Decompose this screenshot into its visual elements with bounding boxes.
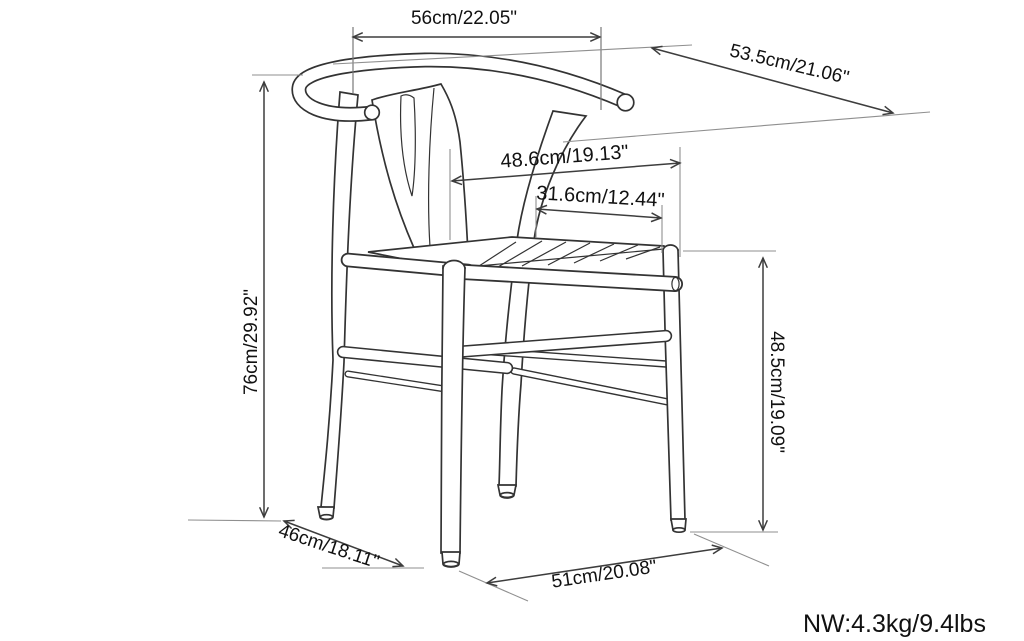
rear-stretcher: [336, 345, 514, 375]
dim-overall-height-label: 76cm/29.92": [241, 289, 262, 395]
dim-overall-depth: 53.5cm/21.06": [652, 40, 893, 113]
top-rail-left-end-cap: [363, 104, 381, 121]
top-rail-right-end-cap: [616, 93, 635, 112]
front-left-leg: [440, 265, 466, 554]
seat-weave-lines: [475, 240, 665, 269]
dim-back-inner-width: 48.6cm/19.13": [452, 141, 680, 181]
left-side-stretcher: [344, 370, 449, 393]
dim-seat-inner-width: 31.6cm/12.44": [536, 182, 665, 218]
rear-left-leg: [320, 91, 359, 509]
rear-left-foot-tip: [319, 513, 334, 521]
front-right-foot-tip: [672, 526, 686, 534]
dim-top-width-label: 56cm/22.05": [411, 8, 517, 29]
right-side-stretcher: [510, 367, 672, 406]
dim-overall-height: 76cm/29.92": [241, 82, 264, 517]
seat-front-rail-tenon: [671, 276, 680, 292]
front-left-foot-tip: [442, 560, 460, 568]
dim-seat-inner-width-label: 31.6cm/12.44": [536, 182, 665, 212]
dim-seat-back-height: 48.5cm/19.09": [763, 258, 787, 530]
back-splat: [371, 83, 469, 255]
back-splat-contour: [427, 87, 435, 248]
back-splat-slot: [399, 94, 416, 197]
front-left-leg-knob: [442, 259, 466, 270]
rear-right-foot-tip: [499, 491, 515, 499]
extension-lines: [187, 27, 931, 602]
dim-front-width-label: 51cm/20.08": [550, 556, 658, 592]
dim-front-width: 51cm/20.08": [487, 548, 722, 593]
dim-overall-depth-label: 53.5cm/21.06": [728, 40, 851, 88]
wishbone-chair-drawing: [291, 52, 687, 568]
net-weight-label: NW:4.3kg/9.4lbs: [803, 610, 986, 638]
dim-top-width: 56cm/22.05": [353, 8, 600, 37]
dim-side-depth: 46cm/18.11": [276, 520, 403, 573]
dim-side-depth-label: 46cm/18.11": [276, 520, 382, 573]
dim-seat-back-height-label: 48.5cm/19.09": [766, 331, 787, 453]
top-rail: [291, 52, 635, 122]
front-right-leg-knob: [662, 244, 679, 252]
seat-front-rail: [456, 264, 683, 292]
front-stretcher: [449, 329, 673, 359]
